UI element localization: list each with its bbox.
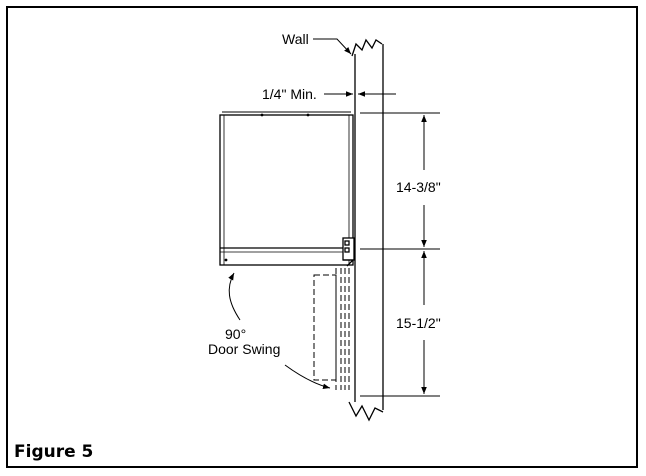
screw-dot bbox=[260, 113, 264, 117]
door-swing-label: Door Swing bbox=[208, 341, 281, 357]
upper-dimension-label: 14-3/8" bbox=[396, 179, 441, 195]
extension-lines bbox=[360, 112, 440, 397]
wall bbox=[348, 38, 384, 422]
screw-dot bbox=[224, 258, 228, 262]
leader-lines bbox=[228, 38, 396, 390]
figure-caption: Figure 5 bbox=[14, 442, 94, 462]
open-door-outline bbox=[313, 268, 350, 390]
lower-dimension-label: 15-1/2" bbox=[396, 315, 441, 331]
wall-label: Wall bbox=[282, 31, 309, 47]
cabinet-unit bbox=[219, 111, 355, 267]
screw-dot bbox=[306, 113, 310, 117]
clearance-label: 1/4" Min. bbox=[262, 86, 317, 102]
swing-angle-label: 90° bbox=[225, 326, 247, 342]
